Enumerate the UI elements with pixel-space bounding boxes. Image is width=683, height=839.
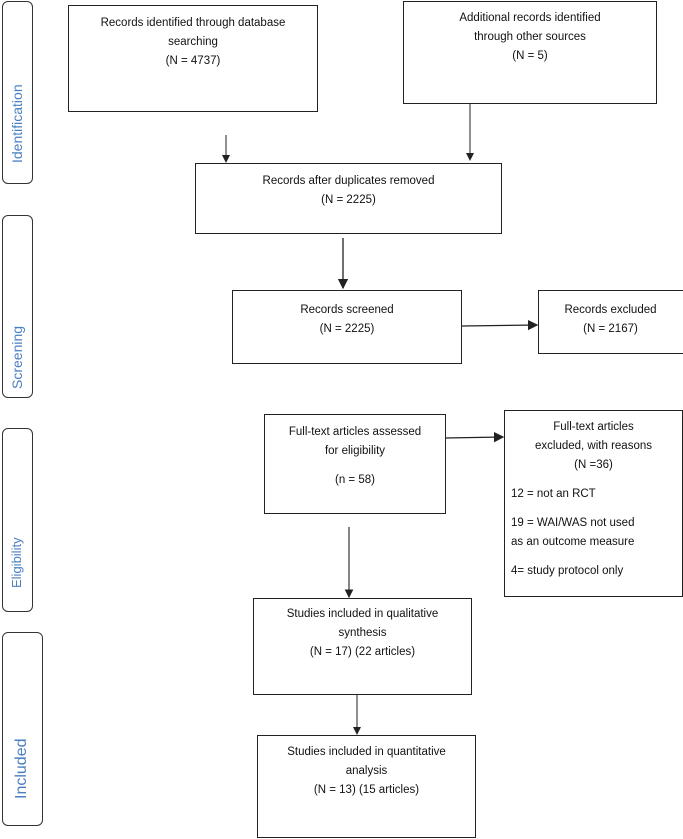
text-line: for eligibility <box>324 445 386 457</box>
arrow-fulltext-to-excluded <box>444 431 505 443</box>
text-line: (N = 4737) <box>165 55 221 67</box>
text-line: (N = 2167) <box>583 323 638 335</box>
exclusion-reason: 19 = WAI/WAS not used <box>511 517 635 529</box>
box-qualitative-synthesis: Studies included in qualitative synthesi… <box>253 598 472 695</box>
text-line: Records after duplicates removed <box>262 175 435 187</box>
phase-screening: Screening <box>2 215 33 398</box>
text-line: (n = 58) <box>335 474 375 486</box>
text-line: synthesis <box>338 627 387 639</box>
text-line: Studies included in qualitative <box>286 608 439 620</box>
text-line: (N = 5) <box>512 50 548 62</box>
text-line: (N = 13) (15 articles) <box>313 784 420 796</box>
phase-eligibility: Eligibility <box>2 428 33 612</box>
text-line: (N = 17) (22 articles) <box>309 646 416 658</box>
phase-included: Included <box>2 632 43 826</box>
exclusion-reason: 12 = not an RCT <box>511 488 596 500</box>
text-line: searching <box>168 36 218 48</box>
box-records-screened: Records screened (N = 2225) <box>232 290 462 364</box>
box-database-search: Records identified through database sear… <box>68 5 318 112</box>
box-duplicates-removed: Records after duplicates removed (N = 22… <box>195 163 502 234</box>
box-other-sources: Additional records identified through ot… <box>403 1 657 104</box>
text-line: excluded, with reasons <box>535 440 652 452</box>
exclusion-reason: 4= study protocol only <box>511 565 624 577</box>
text-line: Full-text articles assessed <box>288 426 422 438</box>
phase-identification: Identification <box>2 1 33 184</box>
text-line: (N = 2225) <box>321 194 376 206</box>
text-line: analysis <box>345 765 388 777</box>
text-line: Records identified through database <box>100 17 286 29</box>
box-quantitative-analysis: Studies included in quantitative analysi… <box>257 735 476 838</box>
text-line: Records screened <box>300 304 394 316</box>
text-line: through other sources <box>474 31 586 43</box>
phase-label: Identification <box>8 84 25 163</box>
exclusion-reason: as an outcome measure <box>511 536 635 548</box>
text-line: Full-text articles <box>553 421 634 433</box>
text-line: (N = 2225) <box>319 323 375 335</box>
text-line: Records excluded <box>564 304 657 316</box>
box-records-excluded: Records excluded (N = 2167) <box>538 290 683 354</box>
box-fulltext-assessed: Full-text articles assessed for eligibil… <box>264 414 446 514</box>
phase-label: Eligibility <box>8 537 24 588</box>
text-line: Additional records identified <box>459 12 601 24</box>
phase-label: Included <box>12 738 30 800</box>
phase-label: Screening <box>8 325 25 389</box>
box-fulltext-excluded: Full-text articles excluded, with reason… <box>504 410 683 597</box>
text-line: (N =36) <box>574 459 613 471</box>
arrow-screened-to-excluded <box>461 319 539 331</box>
text-line: Studies included in quantitative <box>287 746 446 758</box>
